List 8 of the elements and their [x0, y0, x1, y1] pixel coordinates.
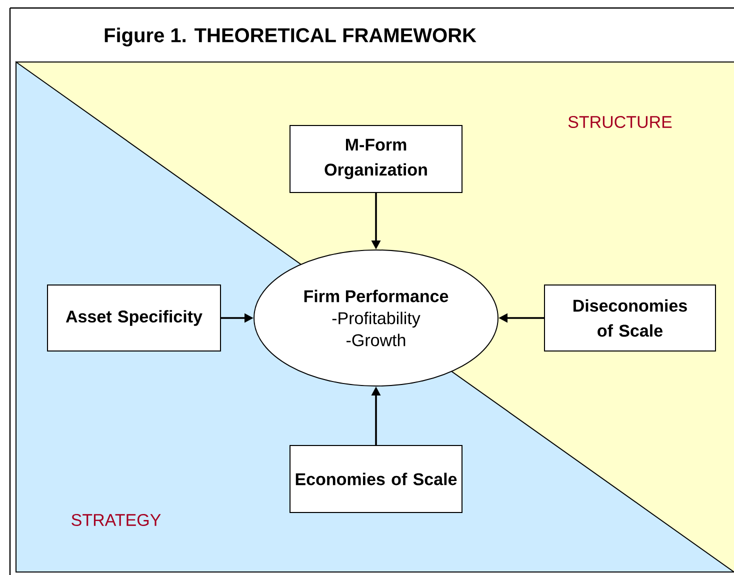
region-label: STRUCTURE	[568, 116, 672, 128]
ellipse-node: Firm Performance -Profitability -Growth	[254, 250, 498, 386]
factor-box: Economies of Scale	[290, 445, 462, 513]
factor-box: Asset Specificity	[47, 284, 221, 352]
title: Figure 1. THEORETICAL FRAMEWORK	[104, 28, 476, 46]
factor-box: Diseconomies of Scale	[544, 284, 716, 352]
factor-box: M-Form Organization	[290, 125, 462, 193]
region-label: STRATEGY	[72, 514, 161, 526]
